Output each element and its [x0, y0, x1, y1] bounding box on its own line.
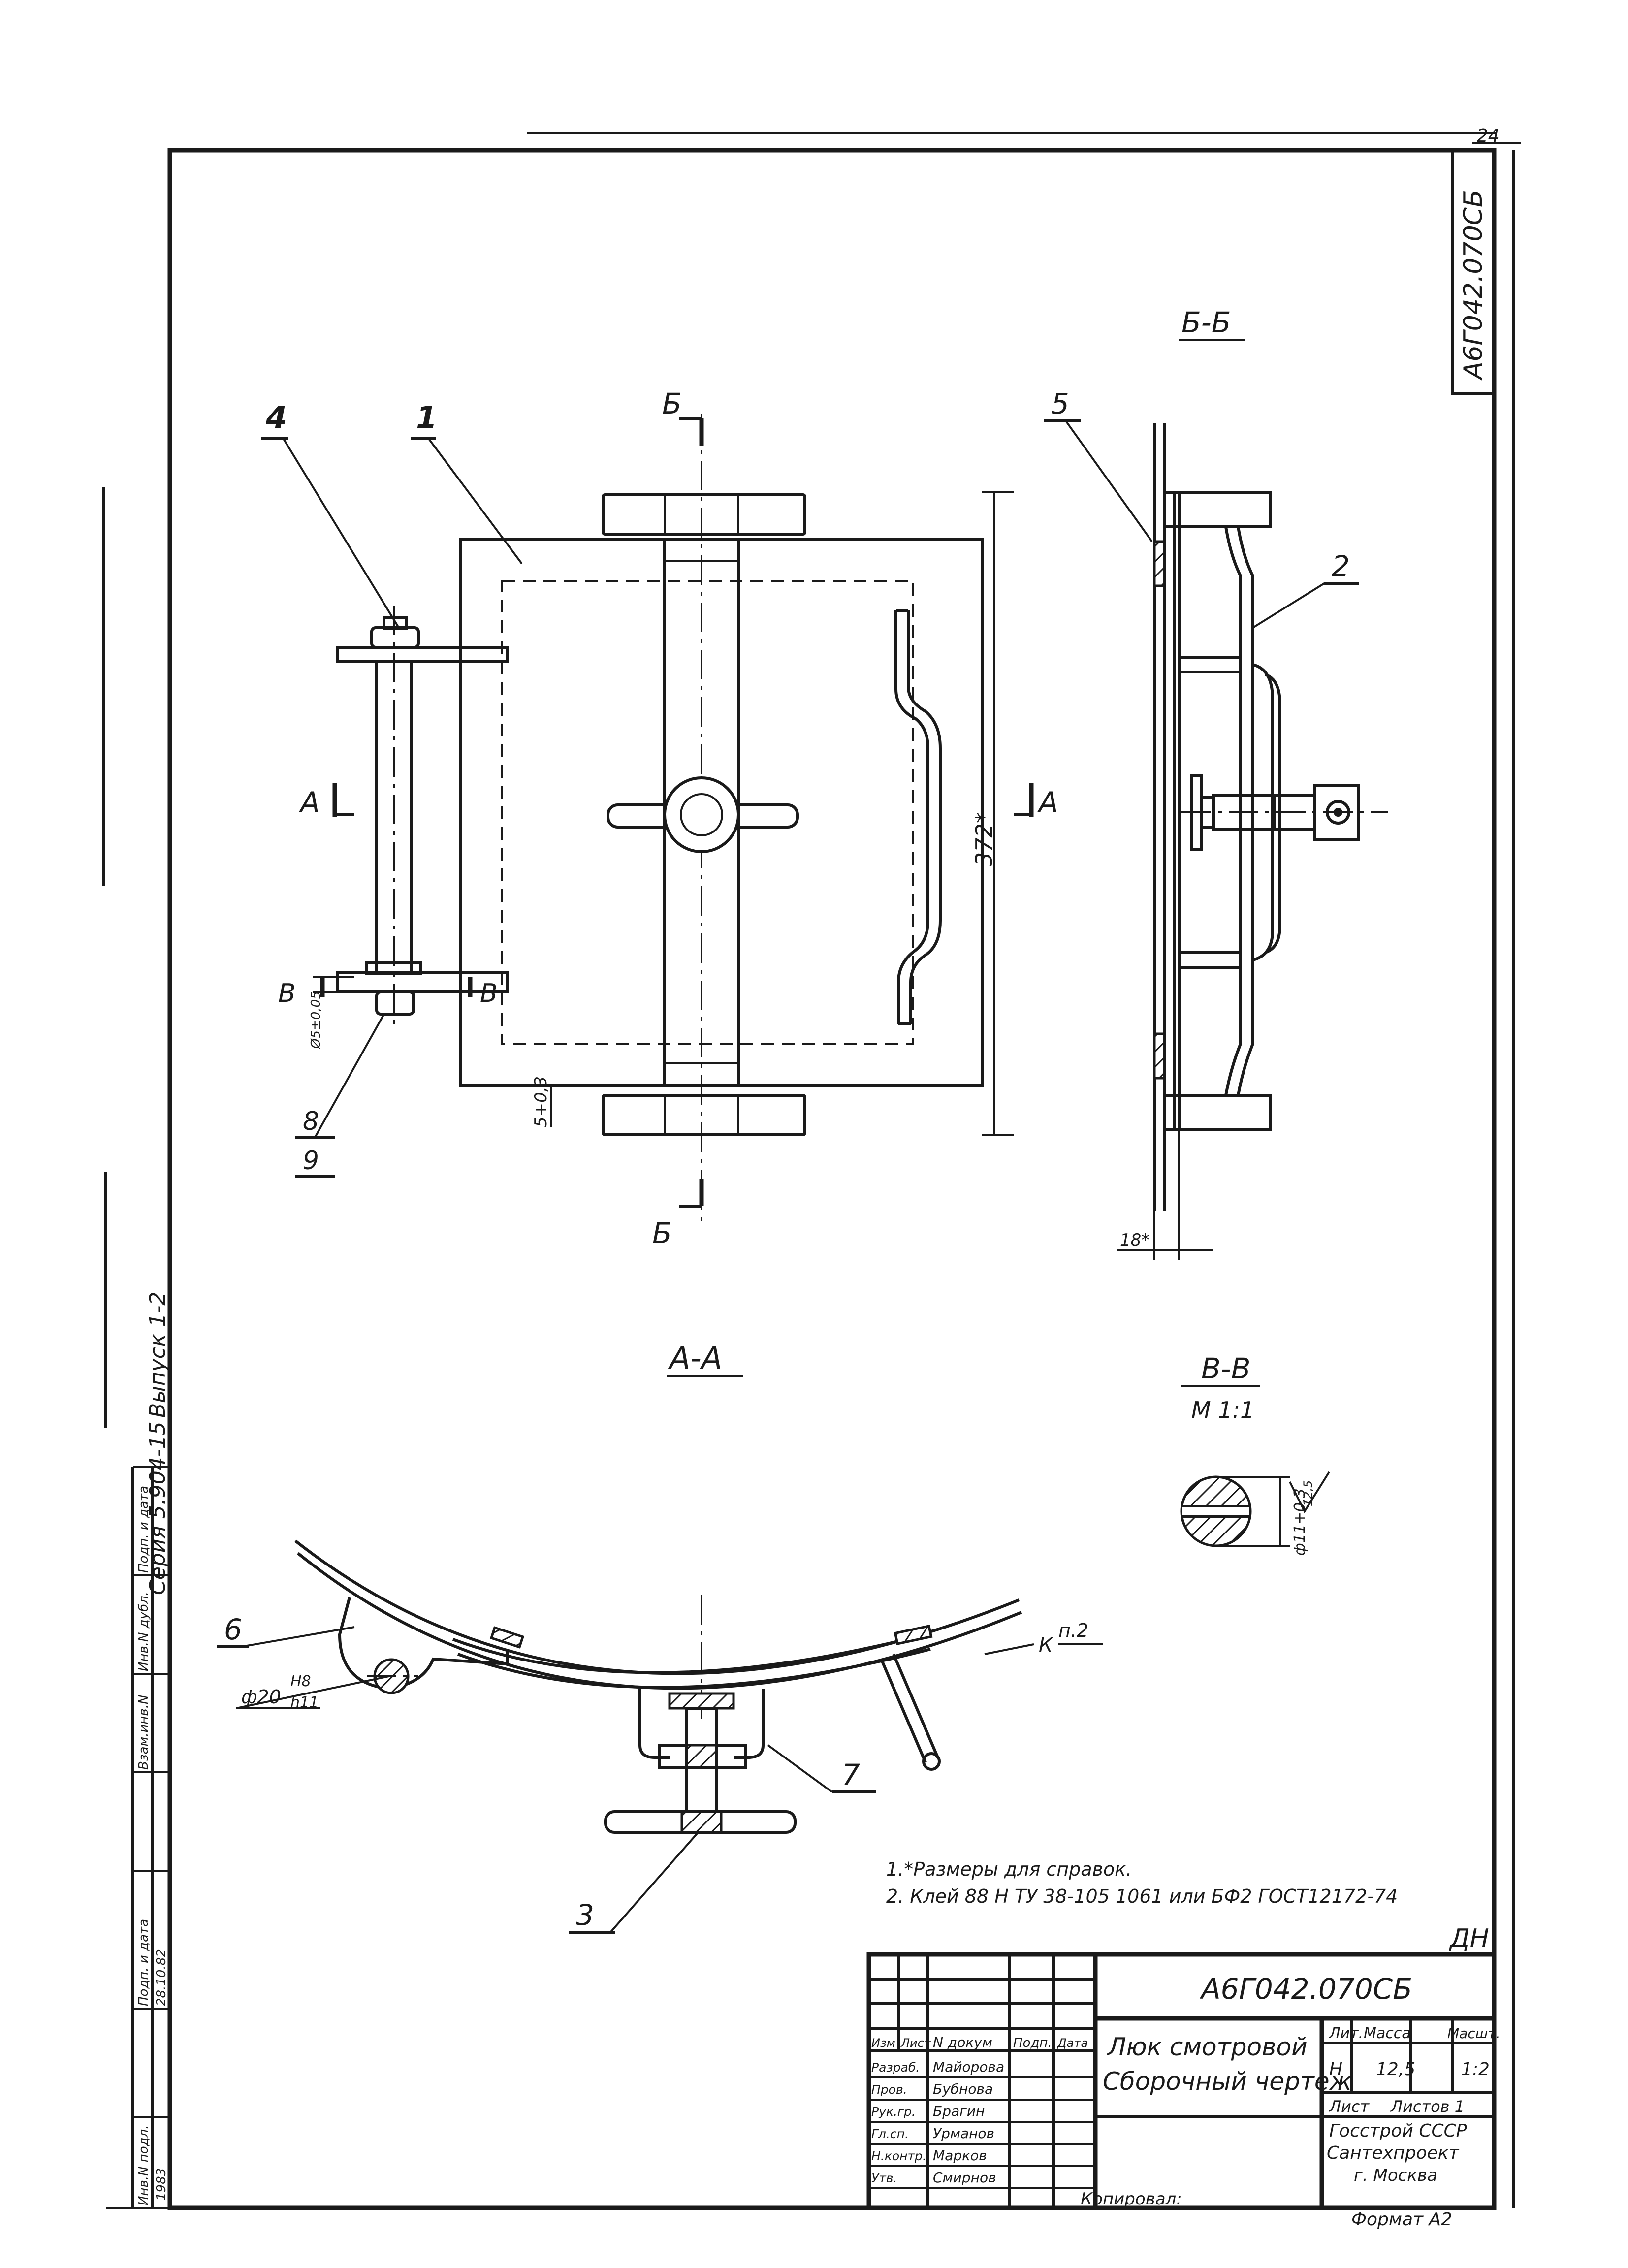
pos-4: 4 — [265, 400, 287, 436]
tb-mass-value: 12,5 — [1376, 2059, 1415, 2079]
pos-9: 9 — [303, 1146, 319, 1176]
stamp-sign-date-1: Подп. и дата — [136, 1486, 151, 1573]
dim-shaft-dia: Ø5±0,05 — [309, 991, 323, 1049]
tb-scale-header: Масшт. — [1447, 2025, 1500, 2042]
name-5: Смирнов — [933, 2170, 996, 2186]
cut-marker-a-right: А — [1037, 786, 1058, 819]
pos-8: 8 — [303, 1107, 319, 1136]
note-2: 2. Клей 88 Н ТУ 38-105 1061 или БФ2 ГОСТ… — [886, 1885, 1398, 1907]
name-2: Брагин — [933, 2103, 985, 2119]
dim-section-dia: ф11+0,3 — [1291, 1488, 1309, 1556]
role-0: Разраб. — [871, 2060, 920, 2075]
left-stamp: Подп. и дата Инв.N дубл. Взам.инв.N Подп… — [131, 1292, 170, 2208]
tb-scale-value: 1:2 — [1461, 2059, 1490, 2079]
footer: Копировал: Формат А2 — [1081, 2189, 1472, 2230]
front-view: Б Б А А В В 372* 5+0,3 Ø5±0,05 4 — [261, 387, 1058, 1250]
stamp-date-value: 28.10.82 — [154, 1949, 169, 2006]
col-izm: Изм — [871, 2036, 895, 2050]
signature-mark: ДН — [1449, 1924, 1489, 1953]
notes: 1.*Размеры для справок. 2. Клей 88 Н ТУ … — [886, 1858, 1489, 1953]
cut-marker-v-right: В — [480, 979, 498, 1008]
col-sign: Подп. — [1013, 2036, 1052, 2050]
label-p2: п.2 — [1058, 1620, 1088, 1641]
tb-org-3: г. Москва — [1354, 2166, 1437, 2185]
col-list: Лист — [900, 2036, 931, 2050]
corner-number: 24 — [1477, 126, 1500, 146]
stamp-inv-value: 1983 — [154, 2168, 169, 2201]
tb-designation: А6Г042.070СБ — [1199, 1972, 1412, 2006]
series-label: Серия 5.904-15 — [145, 1421, 170, 1595]
tb-sheet-label: Лист — [1329, 2097, 1370, 2116]
dim-18: 18* — [1120, 1230, 1149, 1250]
stamp-replaces: Взам.инв.N — [136, 1695, 151, 1770]
role-5: Утв. — [871, 2171, 897, 2185]
tb-lit-value: Н — [1329, 2059, 1342, 2079]
issue-label: Выпуск 1-2 — [145, 1292, 170, 1418]
tb-org-1: Госстрой СССР — [1329, 2121, 1467, 2141]
section-v-v: В-В М 1:1 ф11+0,3 12,5 — [1180, 1352, 1330, 1556]
cut-marker-v-left: В — [278, 979, 296, 1008]
role-4: Н.контр. — [871, 2149, 926, 2163]
stamp-inv-dup: Инв.N дубл. — [136, 1592, 151, 1671]
label-k: К — [1039, 1634, 1053, 1657]
stamp-inv-orig: Инв.N подл. — [136, 2125, 151, 2205]
title-block: Изм Лист N докум Подп. Дата Разраб. Майо… — [866, 1952, 1500, 2210]
cut-marker-b-top: Б — [662, 387, 682, 420]
cut-marker-b-bottom: Б — [652, 1216, 672, 1250]
role-1: Пров. — [871, 2082, 907, 2097]
footer-format: Формат А2 — [1351, 2209, 1452, 2230]
name-1: Бубнова — [933, 2081, 993, 2097]
col-date: Дата — [1057, 2036, 1088, 2050]
section-v-v-title: В-В — [1201, 1352, 1251, 1385]
tb-name-line2: Сборочный чертеж — [1103, 2067, 1352, 2096]
pos-6: 6 — [224, 1613, 242, 1646]
section-b-b-title: Б-Б — [1181, 306, 1231, 339]
dim-pin-fit-bottom: h11 — [290, 1694, 319, 1711]
tb-org-2: Сантехпроект — [1327, 2143, 1459, 2163]
stamp-sign-date-2: Подп. и дата — [136, 1919, 151, 2006]
vertical-code-text: А6Г042.070СБ — [1459, 190, 1488, 381]
dim-gap-5: 5+0,3 — [531, 1076, 551, 1127]
pos-2: 2 — [1332, 549, 1350, 583]
footer-copied: Копировал: — [1081, 2189, 1182, 2209]
dim-pin-fit-top: Н8 — [290, 1673, 311, 1690]
tb-name-line1: Люк смотровой — [1107, 2033, 1308, 2061]
section-b-b: Б-Б 5 2 — [1044, 306, 1388, 1260]
pos-3: 3 — [576, 1898, 594, 1932]
pos-5: 5 — [1051, 387, 1069, 420]
name-4: Марков — [933, 2147, 987, 2164]
section-a-a-title: А-А — [668, 1340, 722, 1376]
roughness-value: 12,5 — [1301, 1480, 1315, 1506]
name-0: Майорова — [933, 2059, 1004, 2075]
tb-sheets-label: Листов 1 — [1390, 2097, 1465, 2116]
dim-pin-dia: ф20 — [241, 1686, 281, 1708]
tb-lit-header: Лит. — [1329, 2025, 1363, 2042]
section-a-a: А-А 6 ф20 Н8 h11 — [217, 1340, 1103, 1934]
cut-marker-a-left: А — [298, 786, 320, 819]
dim-372: 372* — [971, 812, 997, 866]
name-3: Урманов — [933, 2125, 994, 2141]
section-v-v-scale: М 1:1 — [1191, 1397, 1254, 1423]
role-3: Гл.сп. — [871, 2127, 909, 2141]
note-1: 1.*Размеры для справок. — [886, 1858, 1132, 1880]
pos-7: 7 — [842, 1758, 860, 1791]
vertical-code-box: А6Г042.070СБ — [1451, 149, 1496, 395]
col-doc: N докум — [933, 2034, 992, 2050]
pos-1: 1 — [416, 400, 437, 436]
role-2: Рук.гр. — [871, 2105, 916, 2119]
tb-mass-header: Масса — [1364, 2025, 1411, 2042]
